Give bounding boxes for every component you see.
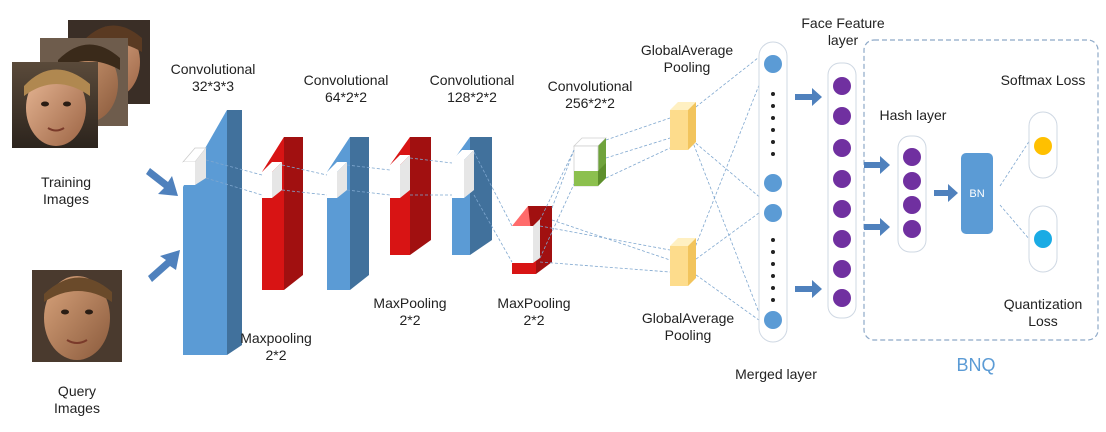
conv3-block xyxy=(452,137,492,255)
hash-layer-column xyxy=(897,135,927,253)
connection-lines xyxy=(205,53,1031,324)
merged-layer-column xyxy=(758,41,788,343)
query-input-arrow xyxy=(148,250,180,282)
face-to-hash-arrow-top xyxy=(864,156,890,174)
bnq-label: BNQ xyxy=(956,355,996,375)
conv1-block xyxy=(182,110,242,355)
query-face-image xyxy=(32,270,122,362)
bnq-dashed-box xyxy=(863,39,1099,341)
training-face-images xyxy=(12,20,150,148)
bn-block xyxy=(961,153,993,234)
maxpool1-block xyxy=(262,137,303,290)
face-feature-column xyxy=(827,62,857,319)
quantization-loss-node xyxy=(1028,205,1058,273)
gap-top-block xyxy=(670,102,696,150)
softmax-loss-label: Softmax Loss xyxy=(1000,72,1086,88)
maxpool3-block xyxy=(512,206,552,274)
face-to-hash-arrow-bottom xyxy=(864,218,890,236)
bn-label: BN xyxy=(969,188,984,200)
maxpool2-block xyxy=(390,137,431,255)
conv4-block xyxy=(573,137,607,187)
softmax-loss-node xyxy=(1028,111,1058,179)
hash-layer-label: Hash layer xyxy=(879,107,947,123)
merged-layer-label: Merged layer xyxy=(735,366,817,382)
training-input-arrow xyxy=(146,168,178,196)
conv2-block xyxy=(327,137,369,290)
merged-to-face-arrow-bottom xyxy=(795,280,822,298)
hash-to-bn-arrow xyxy=(934,184,958,202)
training-face-1 xyxy=(12,62,98,148)
gap-bottom-block xyxy=(670,238,696,286)
merged-to-face-arrow-top xyxy=(795,88,822,106)
